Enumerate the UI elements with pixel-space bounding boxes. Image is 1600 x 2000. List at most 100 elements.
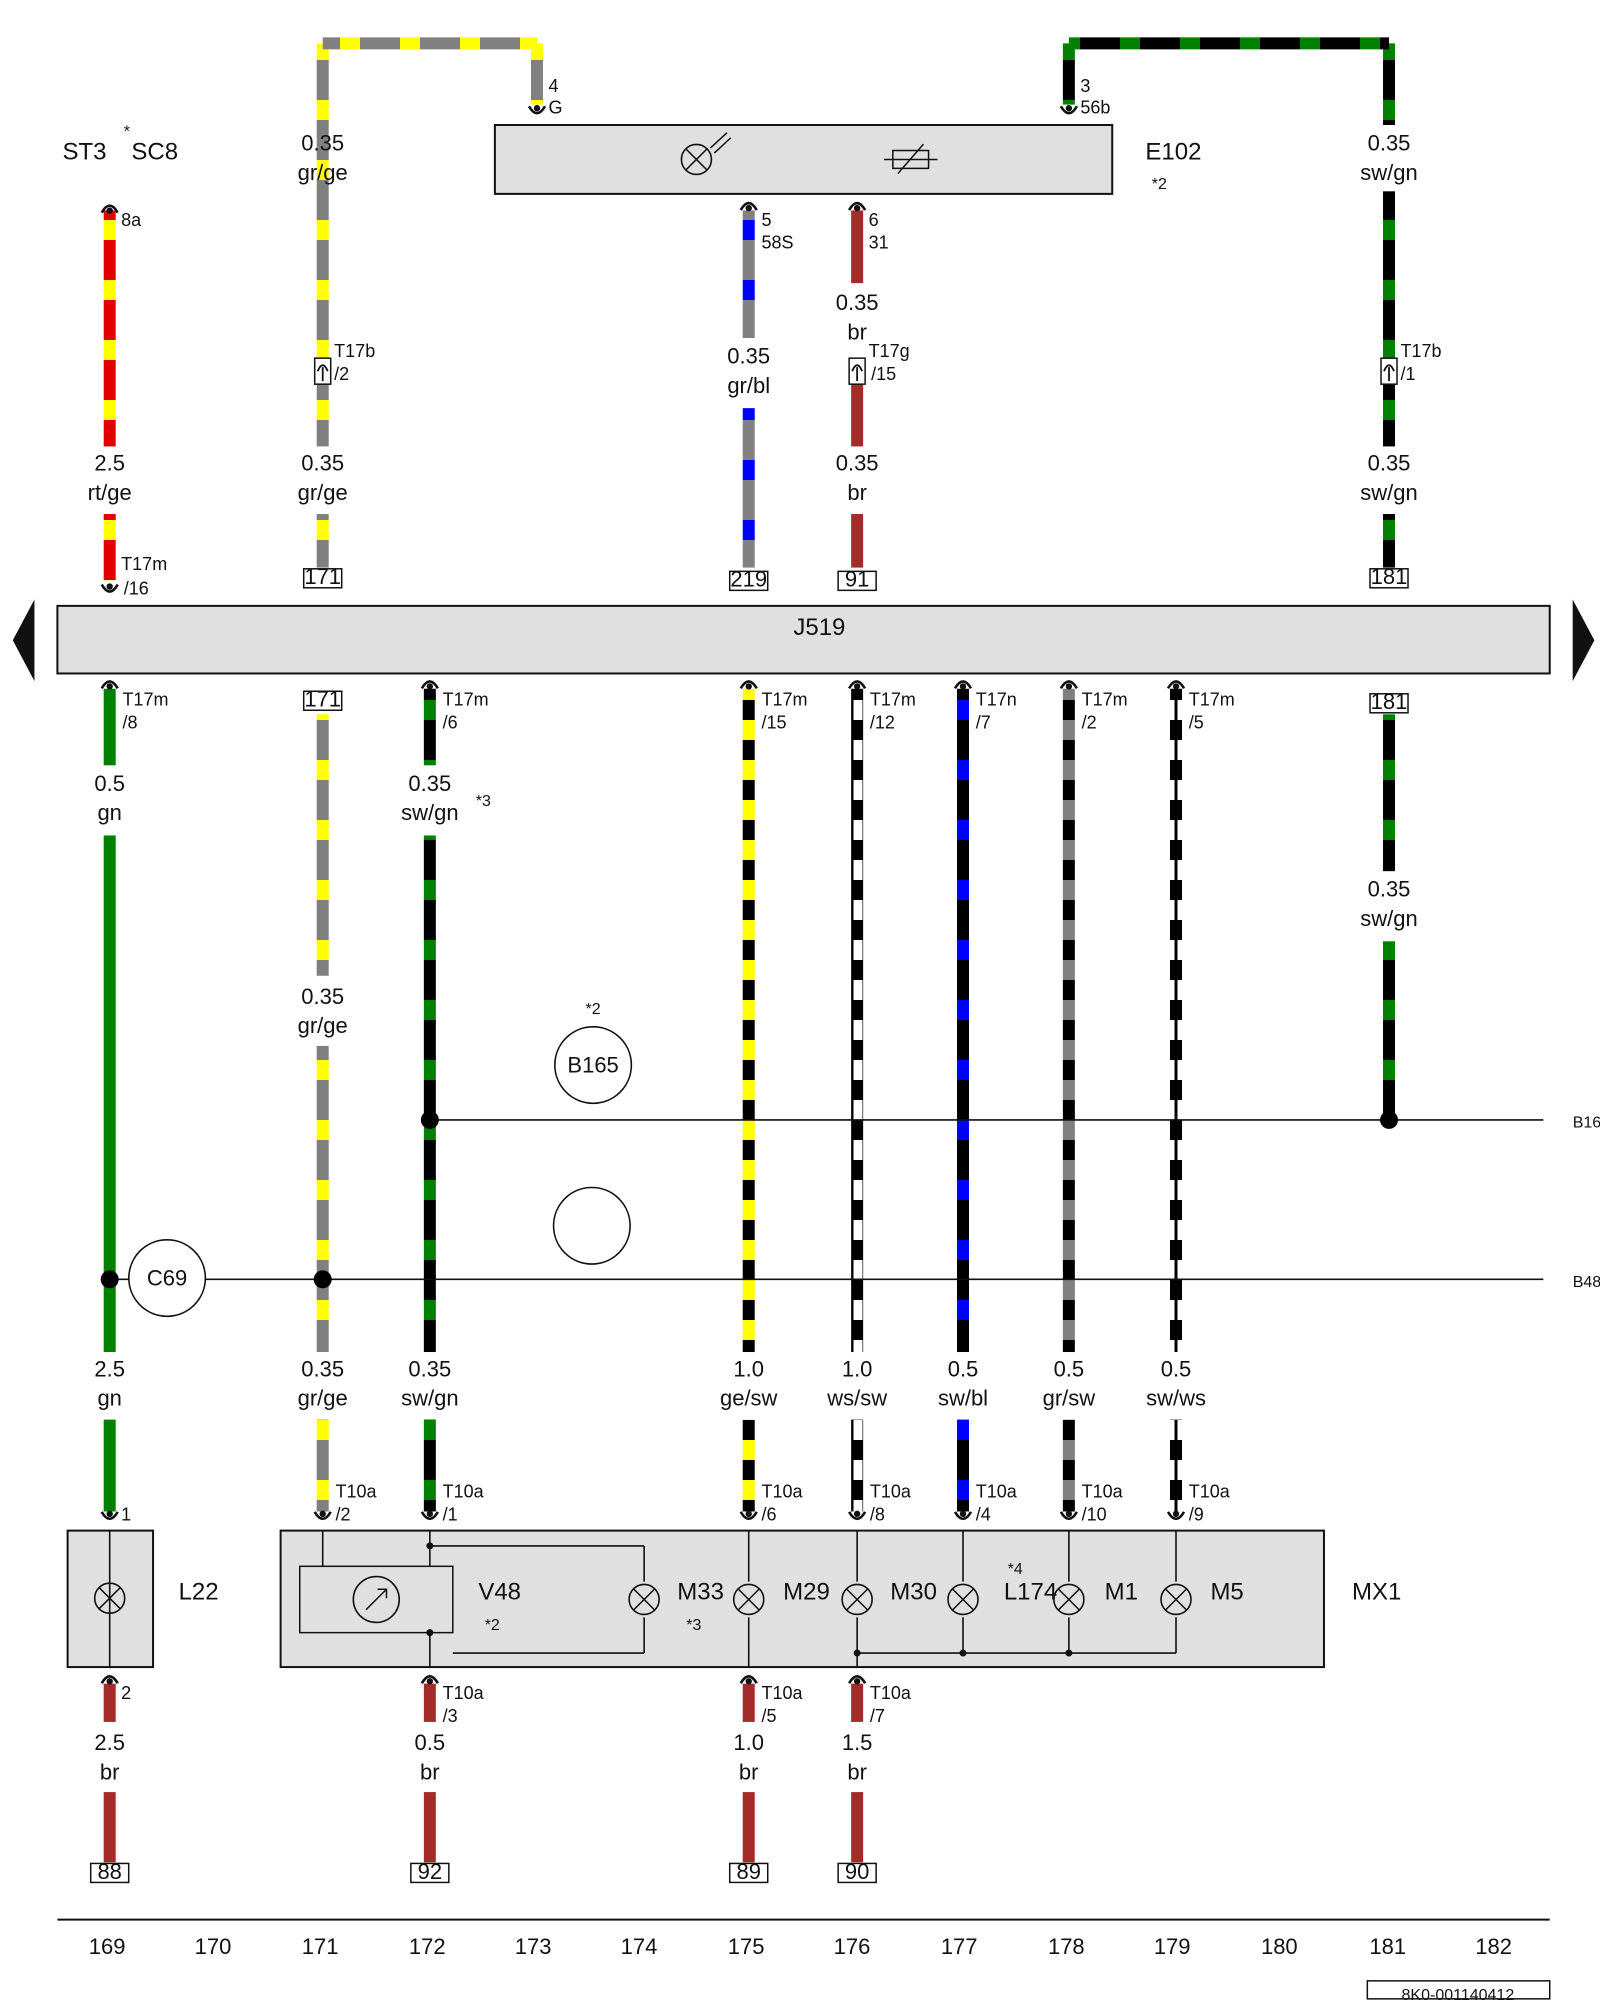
wire-170-lower-color: gr/ge: [298, 1386, 348, 1411]
connector-pin-arc: [527, 105, 547, 115]
pin-ground: [848, 1675, 867, 1685]
conn-t10a-label: T10a: [870, 1481, 912, 1501]
conn-t10a-label: T10a: [1189, 1481, 1231, 1501]
lamp-cross: [685, 148, 708, 171]
connector-marker-icon: [1383, 364, 1395, 382]
ref-90: [837, 1862, 877, 1884]
column-number: 174: [621, 1934, 658, 1959]
connector-pin-arc: [848, 680, 867, 690]
m29-label: M29: [783, 1578, 830, 1605]
wire-172-lower-size: 1.0: [733, 1356, 764, 1381]
wire-169-lower-color: gn: [97, 1386, 121, 1411]
junction-b48-171: [313, 1270, 332, 1289]
m1-label: M1: [1105, 1578, 1138, 1605]
wire-171-bottom: [316, 1045, 329, 1353]
pin-e102-5: [739, 201, 758, 212]
ref-219: [728, 570, 769, 592]
wire-175-lower-color: gr/sw: [1043, 1386, 1096, 1411]
column-number: 172: [409, 1934, 446, 1959]
pin-t17-bottom: [1166, 680, 1186, 690]
connector-pin-arc: [739, 1675, 758, 1684]
wire-169-top: [103, 210, 116, 447]
wire-175-bottom: [742, 688, 755, 1353]
conn-t10a-label: T10a: [443, 1481, 485, 1501]
connector-pin-dot: [745, 1510, 752, 1518]
wire-181-top-horizontal: [1068, 37, 1390, 50]
connector-pin-arc: [420, 1675, 439, 1684]
e102-pin-6: 6: [869, 210, 879, 230]
conn-T17m-pin: /8: [122, 712, 137, 732]
connector-pin-arc: [848, 1511, 867, 1521]
connector-pin-arc: [953, 1511, 973, 1521]
conn-T17n-label: T17n: [976, 689, 1017, 709]
ref-88: [89, 1862, 130, 1884]
wire-172-lower-color: ge/sw: [720, 1386, 778, 1411]
e102-pin-5: 5: [761, 210, 771, 230]
wire-178-bottom: [1062, 1419, 1075, 1512]
lamp-circle: [947, 1583, 979, 1616]
sc-label: SC8: [131, 138, 178, 165]
e102-pin-31: 31: [869, 233, 889, 253]
connector-pin-arc: [100, 204, 119, 214]
wire-172-mid-color: sw/gn: [401, 800, 458, 825]
ref-88-label: 88: [97, 1859, 121, 1884]
v48-label: V48: [478, 1578, 521, 1605]
junction-b16-181: [1380, 1110, 1399, 1129]
wire-169-mid-size: 0.5: [94, 771, 125, 796]
lamp-cross: [98, 1587, 121, 1610]
conn-t17b-label: T17b: [334, 341, 375, 361]
wire-181-mid-size: 0.35: [1368, 877, 1411, 902]
wire-176-bottom: [851, 688, 864, 1353]
column-number: 182: [1475, 1934, 1512, 1959]
column-number: 173: [515, 1934, 552, 1959]
m33-lamp-icon: [628, 1583, 660, 1616]
wires-layer: [103, 37, 1396, 1863]
wire-181-bottom: [1383, 941, 1396, 1120]
lamp-circle: [628, 1583, 660, 1616]
connector-pin-dot: [106, 583, 113, 590]
doc-id: 8K0-001140412: [1402, 1987, 1515, 2000]
conn-t10a-ground-pin: /3: [443, 1706, 458, 1726]
lamp-icon: [732, 1583, 765, 1616]
wire-181-top-2-color: sw/gn: [1360, 480, 1417, 505]
wire-172-bottom: [423, 1419, 436, 1512]
ref-171-top-label: 171: [304, 564, 341, 589]
e102-pin-58s: 58S: [761, 233, 793, 253]
conn-t10a-pin: /6: [761, 1504, 776, 1524]
pin-t17-bottom: [953, 680, 973, 690]
wire-171-top-2-color: gr/ge: [298, 480, 348, 505]
lamp-cross: [633, 1588, 656, 1611]
ground-wire-3-color: br: [847, 1759, 867, 1784]
b165-circle-label: B165: [567, 1053, 618, 1078]
conn-t10a-label: T10a: [1082, 1481, 1124, 1501]
connector-pin-dot: [533, 105, 541, 112]
wire-171-mid-color: gr/ge: [298, 1013, 348, 1038]
wire-171-top-2-size: 0.35: [301, 451, 344, 476]
arrow-right-icon: [1572, 599, 1595, 682]
lamp-cross: [737, 1588, 760, 1611]
pin-t10a: [313, 1510, 332, 1521]
pin-ground: [420, 1675, 439, 1685]
conn-t10a-ground-pin: /7: [870, 1706, 885, 1726]
conn-T17m-label: T17m: [122, 689, 168, 709]
b165-circle: [554, 1025, 633, 1105]
j519-label: J519: [793, 614, 845, 641]
lamp-circle: [680, 143, 713, 176]
conn-t10a-pin: /9: [1189, 1504, 1204, 1524]
connector-pin-dot: [959, 683, 967, 690]
ref-91: [837, 570, 877, 592]
wire-171-top-horizontal: [322, 37, 537, 50]
l22-pin-2: 2: [121, 1683, 131, 1703]
pin-t17-bottom: [100, 680, 119, 690]
rheostat-icon: [897, 143, 925, 174]
column-number: 181: [1369, 1934, 1406, 1959]
pin-e102-6: [848, 201, 867, 212]
wire-176-lower-color: sw/ws: [1146, 1386, 1206, 1411]
conn-T17m-label: T17m: [761, 689, 807, 709]
st-label: ST3: [62, 138, 106, 165]
wire-181-top: [1383, 191, 1396, 447]
wire-176-top: [851, 514, 864, 568]
wire-171-mid-size: 0.35: [301, 984, 344, 1009]
pin-t17-bottom: [739, 680, 758, 690]
connector-pin-dot: [1065, 1510, 1073, 1518]
